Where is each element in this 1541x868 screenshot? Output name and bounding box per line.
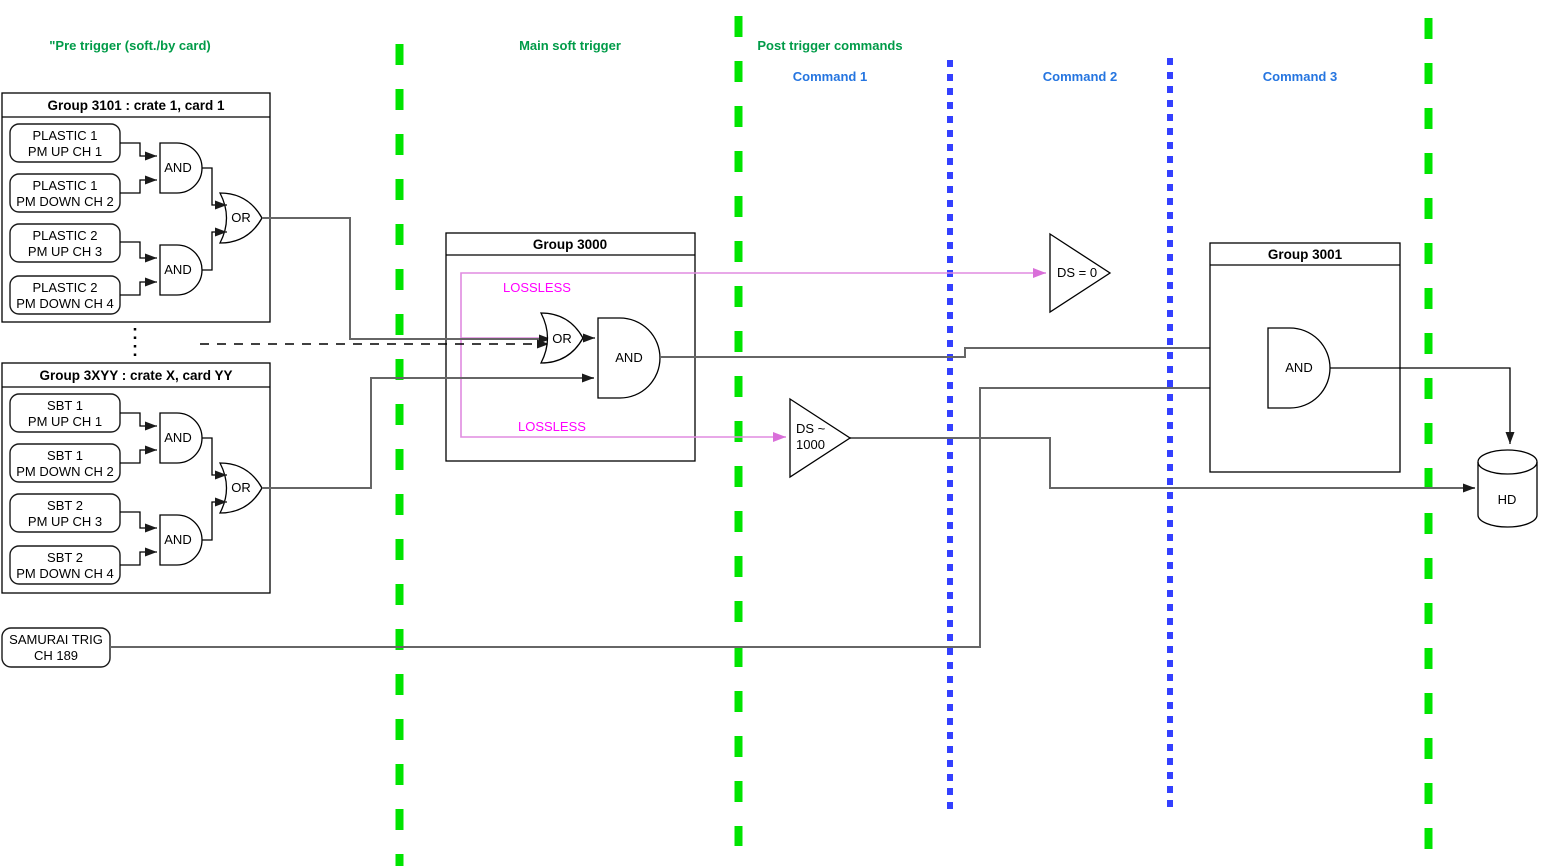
- or-gate-3xyy-label: OR: [231, 480, 251, 495]
- buffer-ds0-triangle: [1049, 232, 1112, 314]
- wire-ds1000-to-hd: [850, 437, 1475, 493]
- wire-s1down-to-and: [120, 445, 157, 464]
- input-sbt2-up-line2: PM UP CH 3: [28, 514, 102, 529]
- hd-storage: HD: [1477, 449, 1538, 528]
- or-gate-3101-label: OR: [231, 210, 251, 225]
- input-plastic2-down-line2: PM DOWN CH 4: [16, 296, 114, 311]
- buffer-ds0: DS = 0: [1049, 232, 1112, 314]
- and-gate-3001: [1267, 327, 1331, 409]
- and-gate-3101-a-label: AND: [164, 160, 191, 175]
- input-sbt2-up-line1: SBT 2: [47, 498, 83, 513]
- hd-label: HD: [1498, 492, 1517, 507]
- group-3101: Group 3101 : crate 1, card 1 PLASTIC 1 P…: [1, 92, 271, 323]
- input-sbt1-down-line2: PM DOWN CH 2: [16, 464, 114, 479]
- and-gate-3xyy-a-label: AND: [164, 430, 191, 445]
- input-sbt2-down-line2: PM DOWN CH 4: [16, 566, 114, 581]
- or-gate-3xyy: [218, 462, 263, 514]
- lane-title-command-2: Command 2: [1043, 69, 1117, 84]
- buffer-ds1000-line1: DS ~: [796, 421, 826, 436]
- lane-title-command-1: Command 1: [793, 69, 867, 84]
- lossless-label-top: LOSSLESS: [503, 280, 571, 295]
- input-plastic2-up-line1: PLASTIC 2: [32, 228, 97, 243]
- wire-p1down-to-and: [120, 175, 157, 194]
- group-3001: Group 3001 AND: [1209, 242, 1401, 473]
- hd-cylinder-rim: [1477, 461, 1538, 475]
- lossless-label-bottom: LOSSLESS: [518, 419, 586, 434]
- wire-samurai-to-and3001: [110, 383, 1265, 648]
- input-sbt1-up-line1: SBT 1: [47, 398, 83, 413]
- lane-title-post-trigger: Post trigger commands: [757, 38, 902, 53]
- and-gate-3101-a: [159, 142, 203, 194]
- lane-title-pre-trigger: "Pre trigger (soft./by card): [49, 38, 210, 53]
- buffer-ds1000: DS ~ 1000: [789, 397, 852, 479]
- lane-title-main-soft-trigger: Main soft trigger: [519, 38, 621, 53]
- wire-or3101-to-or3000: [262, 217, 551, 344]
- input-plastic2-up-line2: PM UP CH 3: [28, 244, 102, 259]
- wire-p2up-to-and: [120, 241, 157, 263]
- input-plastic1-up-line2: PM UP CH 1: [28, 144, 102, 159]
- and-gate-3101-b-label: AND: [164, 262, 191, 277]
- wire-andb-to-or: [202, 227, 227, 271]
- wire-s1up-to-and: [120, 412, 157, 431]
- and-gate-3101-b: [159, 244, 203, 296]
- group-3101-title: Group 3101 : crate 1, card 1: [47, 98, 225, 113]
- and-gate-3xyy-b-label: AND: [164, 532, 191, 547]
- or-gate-3000: [539, 312, 584, 364]
- lane-title-command-3: Command 3: [1263, 69, 1337, 84]
- wire-anda-to-or-3xyy: [202, 437, 227, 480]
- wire-p2down-to-and: [120, 277, 157, 296]
- input-sbt1-up-line2: PM UP CH 1: [28, 414, 102, 429]
- lane-separators: [395, 16, 1433, 866]
- or-gate-3101: [218, 192, 263, 244]
- input-plastic2-down-line1: PLASTIC 2: [32, 280, 97, 295]
- wire-s2down-to-and: [120, 547, 157, 566]
- hd-cylinder-body: [1477, 449, 1538, 528]
- group-3001-title: Group 3001: [1268, 247, 1343, 262]
- or-gate-3000-label: OR: [552, 331, 572, 346]
- group-3000-title: Group 3000: [533, 237, 607, 252]
- and-gate-3001-label: AND: [1285, 360, 1312, 375]
- wire-and3000-to-and3001: [660, 343, 1265, 358]
- input-sbt2-down-line1: SBT 2: [47, 550, 83, 565]
- wire-s2up-to-and: [120, 511, 157, 533]
- group-3xyy: Group 3XYY : crate X, card YY SBT 1 PM U…: [1, 362, 271, 594]
- lossless-wires: LOSSLESS LOSSLESS: [460, 268, 1046, 442]
- wire-anda-to-or: [202, 167, 227, 210]
- wire-or3xyy-to-and3000: [262, 373, 594, 489]
- samurai-trigger-line1: SAMURAI TRIG: [9, 632, 103, 647]
- group-3xyy-title: Group 3XYY : crate X, card YY: [39, 368, 232, 383]
- input-sbt2-up: [9, 493, 121, 533]
- and-gate-3000: [597, 317, 661, 399]
- input-plastic2-up: [9, 223, 121, 263]
- wire-lossless-to-ds1000: [460, 338, 786, 442]
- buffer-ds0-label: DS = 0: [1057, 265, 1097, 280]
- input-sbt1-down-line1: SBT 1: [47, 448, 83, 463]
- input-plastic1-up-line1: PLASTIC 1: [32, 128, 97, 143]
- and-gate-3xyy-a: [159, 412, 203, 464]
- buffer-ds1000-triangle: [789, 397, 852, 479]
- wire-andb-to-or-3xyy: [202, 497, 227, 541]
- group-3000-gates: OR AND: [539, 312, 661, 399]
- buffer-ds1000-line2: 1000: [796, 437, 825, 452]
- and-gate-3000-label: AND: [615, 350, 642, 365]
- samurai-trigger-line2: CH 189: [34, 648, 78, 663]
- and-gate-3xyy-b: [159, 514, 203, 566]
- samurai-trigger: SAMURAI TRIG CH 189: [1, 627, 111, 668]
- input-plastic1-down-line1: PLASTIC 1: [32, 178, 97, 193]
- wire-p1up-to-and: [120, 142, 157, 161]
- input-plastic1-down-line2: PM DOWN CH 2: [16, 194, 114, 209]
- wire-and3001-to-hd: [1330, 367, 1515, 444]
